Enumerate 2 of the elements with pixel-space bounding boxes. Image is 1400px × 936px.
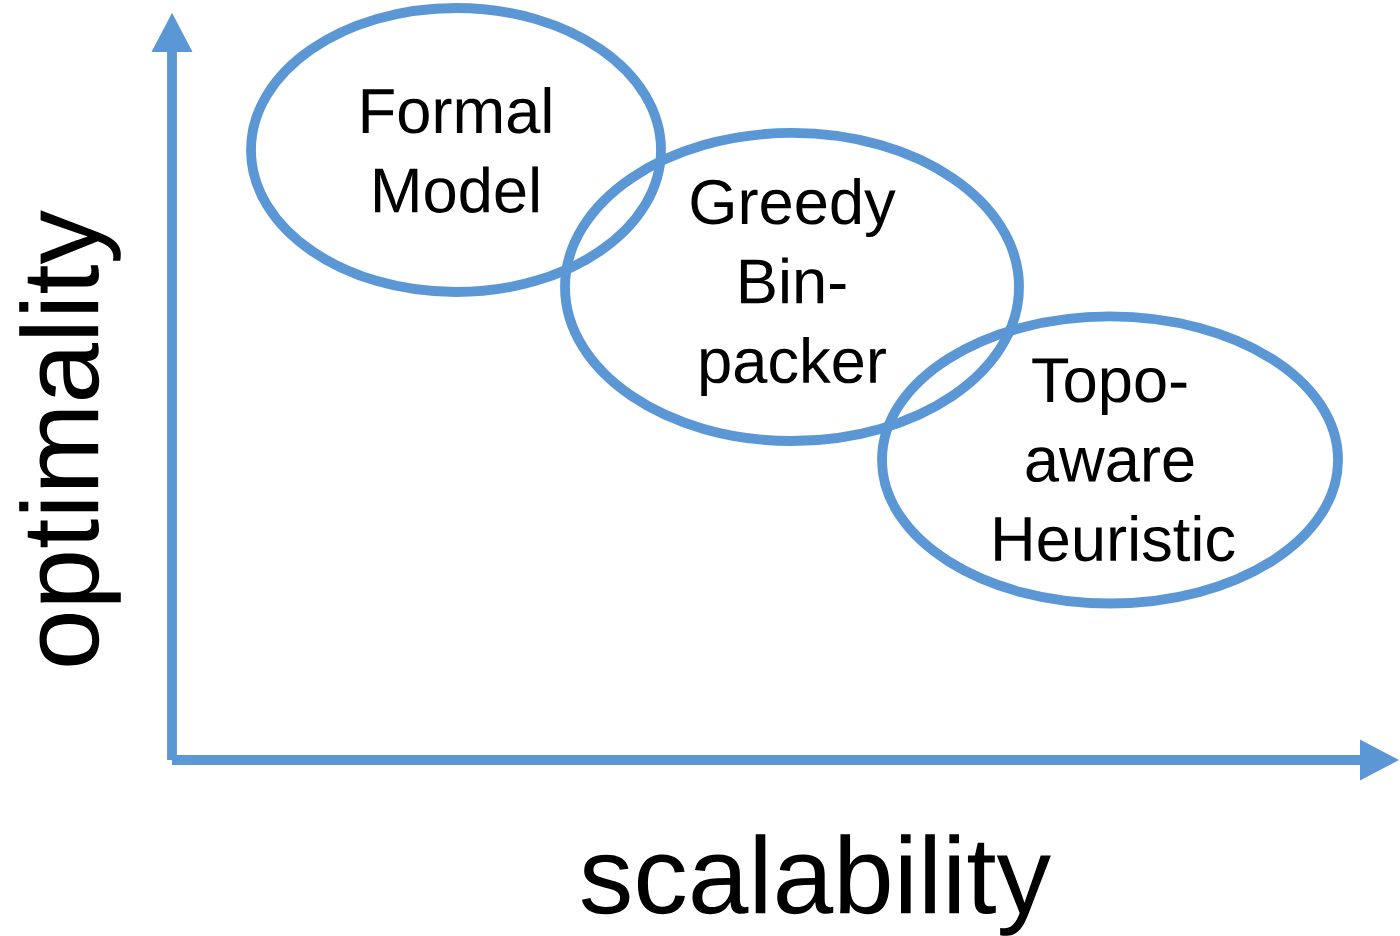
- axis-label: scalability: [581, 834, 1051, 936]
- axis-label: optimality: [19, 210, 121, 666]
